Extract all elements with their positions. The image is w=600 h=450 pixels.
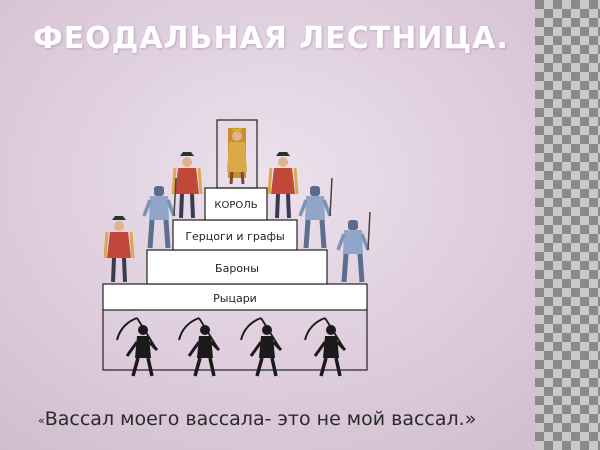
tier-barons xyxy=(146,249,328,285)
throne-frame xyxy=(216,119,258,189)
tier-king-label: КОРОЛЬ xyxy=(214,200,257,211)
knight-figure-icon xyxy=(338,212,370,282)
noble-figure-icon xyxy=(267,150,299,220)
tier-knights-label: Рыцари xyxy=(213,292,257,305)
slide-title: ФЕОДАЛЬНАЯ ЛЕСТНИЦА. xyxy=(33,21,509,56)
tier-dukes-counts-label: Герцоги и графы xyxy=(185,230,284,243)
quote-text: Вассал моего вассала- это не мой вассал. xyxy=(44,408,465,430)
peasant-figure-icon xyxy=(239,316,283,378)
quote-close-mark: » xyxy=(464,408,477,430)
tier-barons-label: Бароны xyxy=(215,262,259,275)
quote-caption: «Вассал моего вассала- это не мой вассал… xyxy=(38,408,538,430)
noble-figure-icon xyxy=(103,214,135,284)
peasant-figure-icon xyxy=(177,316,221,378)
king-figure-icon xyxy=(227,127,247,185)
peasant-figure-icon xyxy=(303,316,347,378)
noble-figure-icon xyxy=(171,150,203,220)
feudal-ladder-diagram: Рыцари Бароны Герцоги и графы КОРОЛЬ xyxy=(102,119,385,378)
knight-figure-icon xyxy=(144,178,176,248)
peasant-figure-icon xyxy=(115,316,159,378)
quote-open-mark: « xyxy=(38,414,45,427)
knight-figure-icon xyxy=(300,178,332,248)
decorative-pattern-strip xyxy=(535,0,600,450)
